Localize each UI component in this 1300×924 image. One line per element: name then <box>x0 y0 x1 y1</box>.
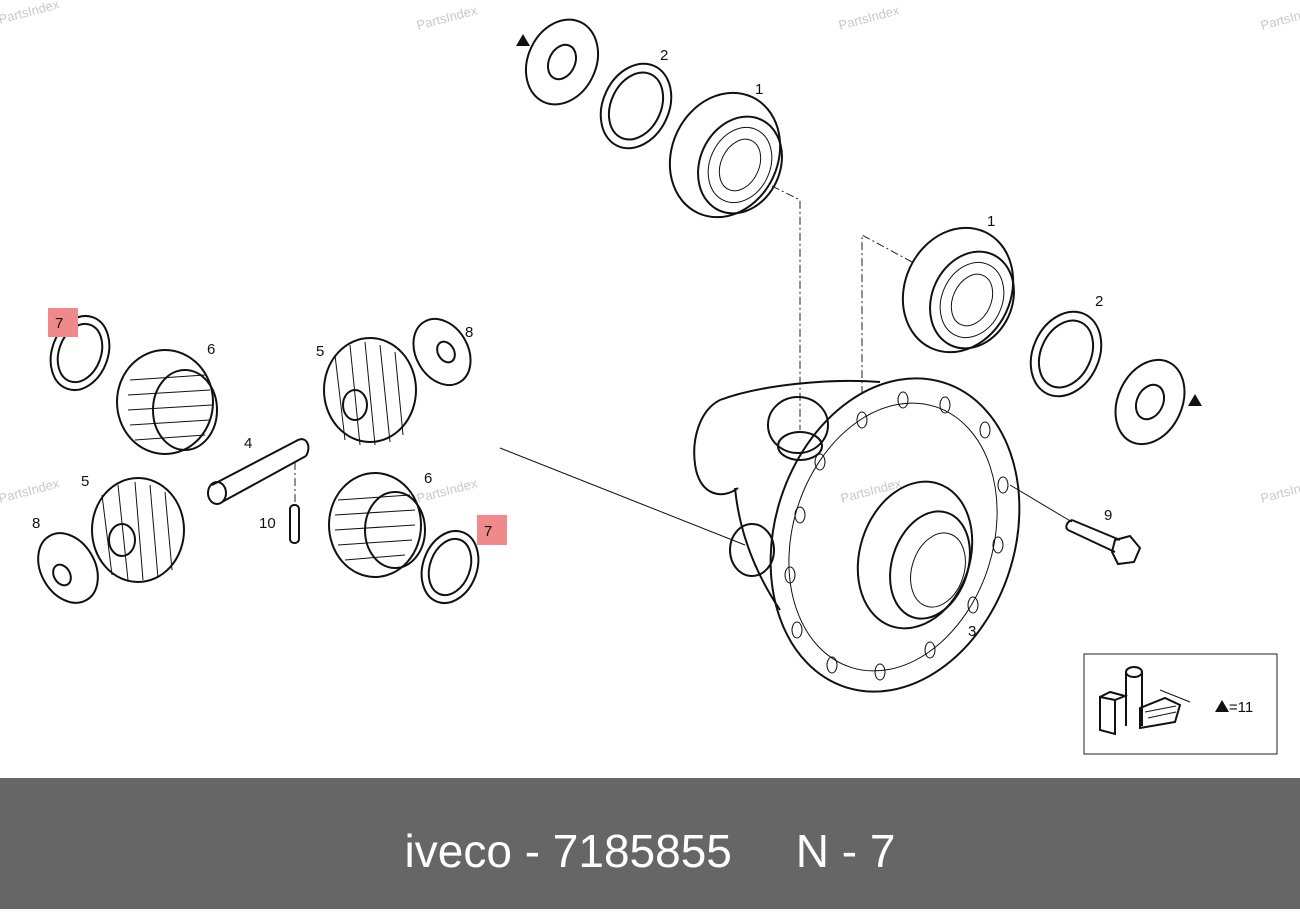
thrust-washer-upper <box>412 318 472 386</box>
watermark: PartsIndex <box>415 2 479 33</box>
callout-bearing: 1 <box>987 213 995 230</box>
callout-side-gear: 6 <box>424 470 432 487</box>
callout-ring: 2 <box>660 47 668 64</box>
upper-ring <box>599 62 673 150</box>
legend-text: ▲=11 <box>1214 699 1253 716</box>
callout-highlighted-washer: 7 <box>55 315 63 332</box>
watermark: PartsIndex <box>0 475 61 506</box>
callout-thrust-washer: 8 <box>32 515 40 532</box>
highlighted-washer-right <box>420 530 480 604</box>
callout-bolt: 9 <box>1104 507 1112 524</box>
leader-line <box>499 447 746 546</box>
callout-bearing: 1 <box>755 81 763 98</box>
right-thrust-washer <box>1114 358 1186 446</box>
kit-icon <box>1099 666 1191 736</box>
flange-bolt-holes <box>784 391 1009 681</box>
watermark: PartsIndex <box>839 475 903 506</box>
footer-part-label: iveco - 7185855 N - 7 <box>404 825 896 877</box>
pinion-gear-lower <box>91 477 185 583</box>
callout-pin: 10 <box>259 515 276 532</box>
callout-ring: 2 <box>1095 293 1103 310</box>
right-ring <box>1029 310 1103 398</box>
callout-thrust-washer: 8 <box>465 324 473 341</box>
side-gear-right <box>328 472 426 578</box>
callout-labels: 2 1 1 2 3 9 7 7 6 5 8 4 5 6 10 8 <box>32 34 1202 640</box>
callout-pinion: 5 <box>81 473 89 490</box>
highlight-box <box>48 308 78 337</box>
differential-housing <box>693 377 1021 693</box>
side-gear-left <box>116 349 218 455</box>
watermark: PartsIndex <box>0 0 61 27</box>
footer-bar: iveco - 7185855 N - 7 <box>0 778 1300 909</box>
bolt <box>1065 519 1142 566</box>
right-bearing <box>901 226 1015 354</box>
triangle-marker <box>1215 700 1229 712</box>
triangle-marker <box>516 34 530 46</box>
cross-shaft <box>207 438 310 505</box>
leader-dashed <box>771 185 801 430</box>
leader-line <box>1009 484 1073 523</box>
leader-dashed <box>861 234 913 395</box>
pinion-gear-upper <box>323 337 417 446</box>
watermark: PartsIndex <box>1259 2 1300 33</box>
highlighted-washer-left <box>49 315 111 391</box>
callout-shaft: 4 <box>244 435 252 452</box>
callout-pinion: 5 <box>316 343 324 360</box>
callout-highlighted-washer: 7 <box>484 523 492 540</box>
upper-thrust-washer <box>525 18 599 106</box>
watermarks: PartsIndex PartsIndex PartsIndex PartsIn… <box>0 0 1300 506</box>
upper-bearing <box>668 91 783 219</box>
callout-housing: 3 <box>968 623 976 640</box>
legend-box: ▲=11 <box>1083 653 1278 755</box>
exploded-parts-diagram: PartsIndex PartsIndex PartsIndex PartsIn… <box>0 0 1300 755</box>
triangle-marker <box>1188 394 1202 406</box>
callout-side-gear: 6 <box>207 341 215 358</box>
watermark: PartsIndex <box>837 2 901 33</box>
watermark: PartsIndex <box>1259 475 1300 506</box>
highlight-box <box>477 515 507 545</box>
roll-pin <box>289 504 300 544</box>
thrust-washer-lower <box>37 532 99 604</box>
